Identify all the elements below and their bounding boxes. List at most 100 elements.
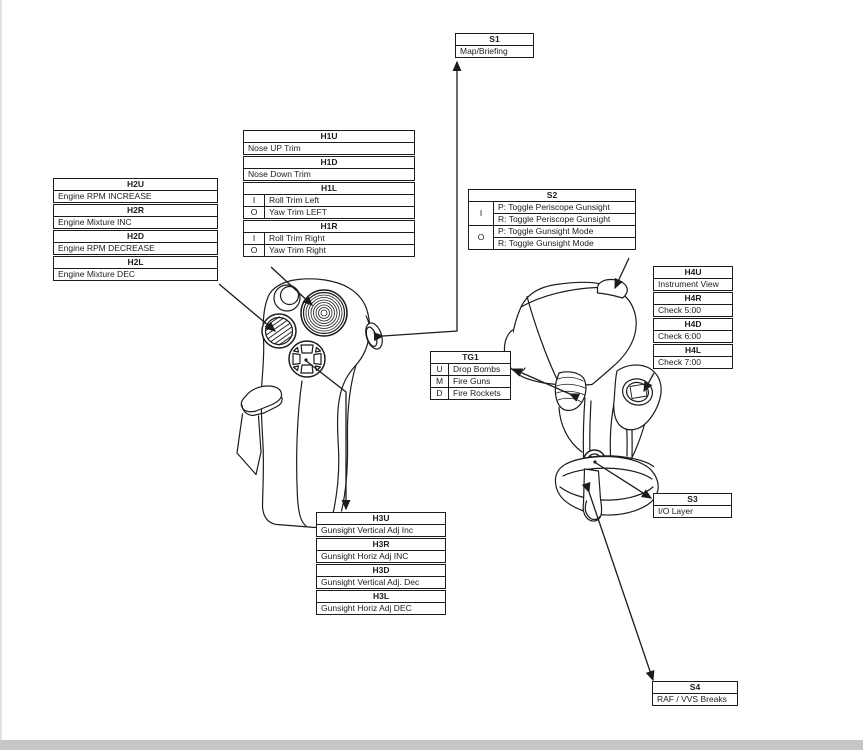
trigger-stage-key: D [431, 388, 449, 399]
horizontal-scrollbar[interactable] [0, 740, 863, 750]
h4u-header: H4U [654, 267, 732, 279]
h1r-inner-binding-label: Roll Trim Right [269, 233, 325, 243]
callout-s2: S2 I P: Toggle Periscope Gunsight R: Tog… [468, 189, 636, 250]
callout-h2: H2U Engine RPM INCREASE H2R Engine Mixtu… [53, 178, 218, 281]
right-stick-head [510, 281, 637, 386]
h4r-header: H4R [654, 293, 732, 305]
connector-tg1 [511, 368, 581, 402]
h1u-binding-label: Nose UP Trim [248, 143, 301, 153]
binding-row: U Drop Bombs [431, 364, 510, 375]
s1-binding-label: Map/Briefing [460, 46, 508, 56]
h3u-binding-label: Gunsight Vertical Adj Inc [321, 525, 414, 535]
right-joystick-illustration [503, 278, 662, 522]
callout-section: H4L Check 7:00 [653, 344, 733, 369]
binding-row: Engine Mixture INC [54, 217, 217, 228]
connector-h1 [270, 266, 313, 306]
binding-row: I Roll Trim Left [244, 195, 414, 206]
layer-key: O [469, 226, 494, 249]
binding-row: Map/Briefing [456, 46, 533, 57]
tg1-binding-1: Drop Bombs [453, 364, 501, 374]
s2-header: S2 [546, 190, 558, 200]
binding-row: Check 7:00 [654, 357, 732, 368]
callout-section: H1U Nose UP Trim [243, 130, 415, 155]
callout-tg1: TG1 U Drop Bombs M Fire Guns D Fire Rock… [430, 351, 511, 400]
layer-key: O [244, 245, 265, 256]
callout-section: H2L Engine Mixture DEC [53, 256, 218, 281]
callout-section: S4 RAF / VVS Breaks [652, 681, 738, 706]
h3r-binding-label: Gunsight Horiz Adj INC [321, 551, 409, 561]
layer-key: I [469, 202, 494, 225]
h3l-binding-label: Gunsight Horiz Adj DEC [321, 603, 412, 613]
binding-row: Gunsight Vertical Adj. Dec [317, 577, 445, 588]
h3d-binding-label: Gunsight Vertical Adj. Dec [321, 577, 420, 587]
callout-section: H1R I Roll Trim Right O Yaw Trim Right [243, 220, 415, 257]
h1l-inner-binding-label: Roll Trim Left [269, 195, 320, 205]
s2-outer-binding-2: R: Toggle Gunsight Mode [494, 237, 635, 249]
callout-section: H2D Engine RPM DECREASE [53, 230, 218, 255]
s3-binding-label: I/O Layer [658, 506, 693, 516]
left-stick-throttle-wheel [261, 313, 297, 349]
h2l-header: H2L [54, 257, 217, 269]
right-stick-base-lever [582, 468, 603, 522]
callout-section: H3U Gunsight Vertical Adj Inc [316, 512, 446, 537]
left-joystick-illustration [236, 278, 383, 529]
h1l-outer-binding-label: Yaw Trim LEFT [269, 207, 327, 217]
callout-section: H2U Engine RPM INCREASE [53, 178, 218, 203]
binding-row: Instrument View [654, 279, 732, 290]
h4d-header: H4D [654, 319, 732, 331]
h1d-binding-label: Nose Down Trim [248, 169, 311, 179]
callout-section: S2 I P: Toggle Periscope Gunsight R: Tog… [468, 189, 636, 250]
binding-row: Gunsight Horiz Adj DEC [317, 603, 445, 614]
callout-section: H3R Gunsight Horiz Adj INC [316, 538, 446, 563]
left-stick-trim-hat [300, 289, 348, 337]
callout-s4: S4 RAF / VVS Breaks [652, 681, 738, 706]
binding-row: RAF / VVS Breaks [653, 694, 737, 705]
connector-s2 [614, 257, 630, 290]
page-edge-strip [0, 0, 2, 750]
callout-h4: H4U Instrument View H4R Check 5:00 H4D C… [653, 266, 733, 369]
h2d-header: H2D [54, 231, 217, 243]
trigger-stage-key: M [431, 376, 449, 387]
s2-inner-binding-2: R: Toggle Periscope Gunsight [494, 213, 635, 225]
callout-section: H1L I Roll Trim Left O Yaw Trim LEFT [243, 182, 415, 219]
binding-row: Gunsight Vertical Adj Inc [317, 525, 445, 536]
h3l-header: H3L [317, 591, 445, 603]
callout-h1: H1U Nose UP Trim H1D Nose Down Trim H1L … [243, 130, 415, 257]
trigger-stage-key: U [431, 364, 449, 375]
s4-header: S4 [653, 682, 737, 694]
h1l-header: H1L [244, 183, 414, 195]
binding-row: Nose Down Trim [244, 169, 414, 180]
binding-row: Engine Mixture DEC [54, 269, 217, 280]
callout-section: H4U Instrument View [653, 266, 733, 291]
h3u-header: H3U [317, 513, 445, 525]
h2r-binding-label: Engine Mixture INC [58, 217, 132, 227]
callout-section: H4R Check 5:00 [653, 292, 733, 317]
h4d-binding-label: Check 6:00 [658, 331, 701, 341]
callout-section: H2R Engine Mixture INC [53, 204, 218, 229]
h1u-header: H1U [244, 131, 414, 143]
binding-row: O Yaw Trim LEFT [244, 206, 414, 218]
connector-h3 [304, 359, 351, 511]
h3d-header: H3D [317, 565, 445, 577]
callout-section: H4D Check 6:00 [653, 318, 733, 343]
h2d-binding-label: Engine RPM DECREASE [58, 243, 155, 253]
layer-key: I [244, 195, 265, 206]
h1r-header: H1R [244, 221, 414, 233]
left-stick-pinky-lever [236, 385, 283, 476]
h4r-binding-label: Check 5:00 [658, 305, 701, 315]
connector-h2 [218, 283, 276, 332]
layer-group: O P: Toggle Gunsight Mode R: Toggle Guns… [469, 225, 635, 249]
tg1-binding-3: Fire Rockets [453, 388, 501, 398]
h4l-binding-label: Check 7:00 [658, 357, 701, 367]
binding-row: Gunsight Horiz Adj INC [317, 551, 445, 562]
right-stick-base [554, 455, 659, 516]
right-stick-trigger [554, 371, 587, 412]
layer-key: I [244, 233, 265, 244]
callout-s1: S1 Map/Briefing [455, 33, 534, 58]
callout-section: S3 I/O Layer [653, 493, 732, 518]
s1-header: S1 [456, 34, 533, 46]
binding-row: I/O Layer [654, 506, 731, 517]
callout-section: TG1 U Drop Bombs M Fire Guns D Fire Rock… [430, 351, 511, 400]
